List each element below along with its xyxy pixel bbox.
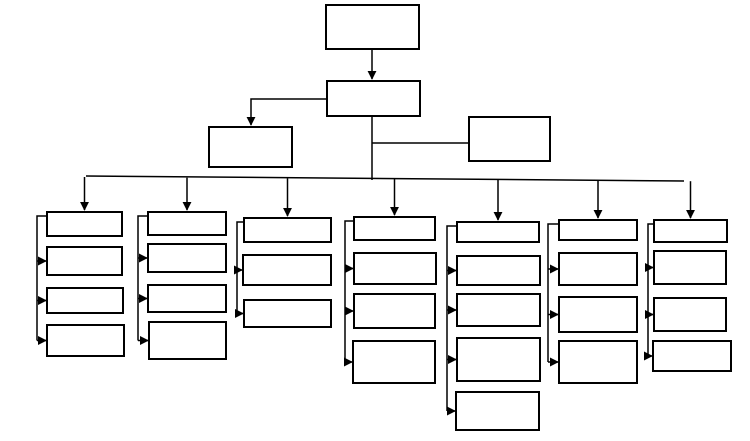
left-aside-box: [208, 126, 293, 168]
column-1-item-2-box: [46, 287, 124, 314]
column-7-item-2-box-frame: [653, 297, 727, 332]
column-2-item-2-box: [147, 284, 227, 313]
top-box: [325, 4, 420, 50]
column-1-item-1-box: [46, 246, 123, 276]
top-box-frame: [325, 4, 420, 50]
column-7-spine: [647, 223, 654, 356]
column-2-header-box-frame: [147, 211, 227, 236]
column-7-item-3-box-frame: [652, 340, 732, 372]
column-6-header-box-frame: [558, 219, 638, 241]
column-5-header-box-frame: [456, 221, 540, 243]
column-4-item-3-box: [352, 340, 436, 384]
column-2-header-box: [147, 211, 227, 236]
column-6-item-2-box: [558, 296, 638, 333]
column-2-spine: [137, 215, 148, 341]
column-4-header-box: [353, 216, 436, 241]
column-4-item-1-box-frame: [353, 252, 437, 285]
column-6-item-2-box-frame: [558, 296, 638, 333]
column-5-item-4-box-frame: [455, 391, 540, 431]
column-7-header-box: [653, 219, 728, 243]
column-1-item-3-box: [46, 324, 125, 357]
column-5-item-2-box-frame: [456, 293, 541, 327]
connector-bus: [85, 175, 685, 182]
column-7-item-1-box-frame: [653, 250, 727, 285]
column-7-item-3-box: [652, 340, 732, 372]
column-1-item-2-box-frame: [46, 287, 124, 314]
column-2-item-3-box-frame: [148, 321, 227, 360]
column-1-header-box: [46, 211, 123, 237]
column-4-item-2-box-frame: [353, 293, 436, 329]
column-6-header-box: [558, 219, 638, 241]
left-aside-box-frame: [208, 126, 293, 168]
right-aside-box: [468, 116, 551, 162]
column-2-item-2-box-frame: [147, 284, 227, 313]
column-5-item-3-box: [456, 337, 541, 382]
column-7-header-box-frame: [653, 219, 728, 243]
column-7-item-1-box: [653, 250, 727, 285]
column-1-item-3-box-frame: [46, 324, 125, 357]
second-box-frame: [326, 80, 421, 117]
column-5-item-3-box-frame: [456, 337, 541, 382]
column-3-item-1-box-frame: [242, 254, 332, 286]
column-6-spine: [547, 223, 559, 362]
column-5-header-box: [456, 221, 540, 243]
column-4-item-1-box: [353, 252, 437, 285]
column-6-item-3-box: [558, 340, 638, 384]
column-7-item-2-box: [653, 297, 727, 332]
column-2-item-3-box: [148, 321, 227, 360]
column-3-header-box-frame: [243, 217, 332, 243]
column-1-header-box-frame: [46, 211, 123, 237]
connector-second-to-left-aside: [246, 98, 327, 126]
column-3-item-2-box-frame: [243, 299, 332, 328]
column-6-item-1-box-frame: [558, 252, 638, 286]
column-4-item-3-box-frame: [352, 340, 436, 384]
column-2-item-1-box-frame: [147, 243, 227, 273]
box-layer: [46, 4, 732, 431]
column-6-item-3-box-frame: [558, 340, 638, 384]
column-5-spine: [446, 225, 457, 411]
connector-layer: [36, 49, 695, 416]
column-4-item-2-box: [353, 293, 436, 329]
column-6-item-1-box: [558, 252, 638, 286]
column-1-spine: [36, 215, 47, 341]
column-5-item-1-box-frame: [456, 255, 541, 286]
column-5-item-4-box: [455, 391, 540, 431]
column-3-item-1-box: [242, 254, 332, 286]
right-aside-box-frame: [468, 116, 551, 162]
second-box: [326, 80, 421, 117]
column-4-header-box-frame: [353, 216, 436, 241]
column-5-item-2-box: [456, 293, 541, 327]
column-3-spine: [236, 221, 244, 314]
column-2-item-1-box: [147, 243, 227, 273]
column-1-item-1-box-frame: [46, 246, 123, 276]
column-5-item-1-box: [456, 255, 541, 286]
column-3-item-2-box: [243, 299, 332, 328]
column-3-header-box: [243, 217, 332, 243]
